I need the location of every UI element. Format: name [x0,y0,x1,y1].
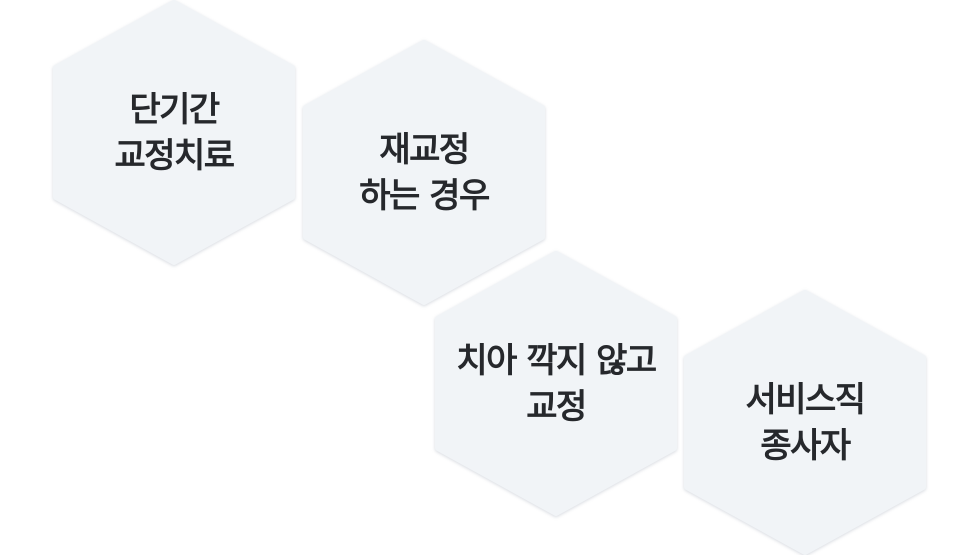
hexagon-label-line: 재교정 [379,129,470,170]
hexagon-tile-short-term-treatment: 단기간 교정치료 [53,0,295,265]
hexagon-shape [684,290,926,555]
hexagon-label-line: 교정치료 [114,135,235,176]
hexagon-label-line: 종사자 [760,425,851,466]
hexagon-label: 치아 깍지 않고 교정 [435,251,677,516]
hexagon-label-line: 하는 경우 [359,175,490,216]
hexagon-label: 서비스직 종사자 [684,290,926,555]
hexagon-tile-service-workers: 서비스직 종사자 [684,290,926,555]
hexagon-label-line: 치아 깍지 않고 [456,340,657,381]
hexagon-shape [303,40,545,305]
hexagon-label-line: 단기간 [129,89,220,130]
hexagon-shape [435,251,677,516]
hexagon-label-line: 교정 [526,386,587,427]
hexagon-label: 단기간 교정치료 [53,0,295,265]
hexagon-tile-retreatment: 재교정 하는 경우 [303,40,545,305]
hexagon-label: 재교정 하는 경우 [303,40,545,305]
hexagon-shape [53,0,295,265]
hexagon-tile-no-tooth-shaving: 치아 깍지 않고 교정 [435,251,677,516]
hexagon-label-line: 서비스직 [745,379,866,420]
